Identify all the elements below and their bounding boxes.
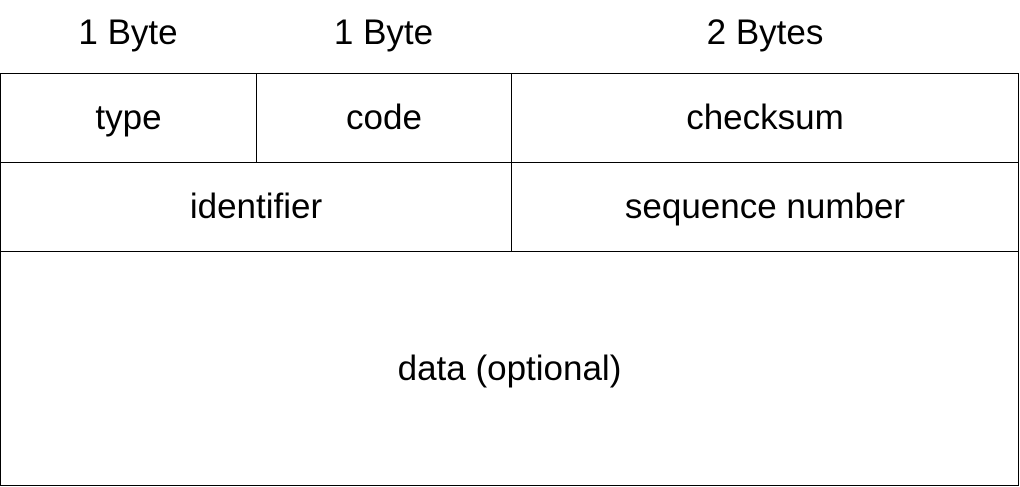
packet-format-table: type code checksum identifier sequence n… xyxy=(0,73,1019,486)
field-identifier: identifier xyxy=(189,187,323,226)
byte-size-label-code: 1 Byte xyxy=(333,13,434,52)
divider-row1 xyxy=(1,162,1018,163)
divider-row2 xyxy=(1,251,1018,252)
field-checksum: checksum xyxy=(686,98,844,137)
field-data: data (optional) xyxy=(397,348,622,388)
byte-size-header: 1 Byte 1 Byte 2 Bytes xyxy=(0,0,1020,72)
field-code: code xyxy=(346,98,422,137)
field-sequence-number: sequence number xyxy=(624,187,906,226)
divider-type-code xyxy=(256,74,257,162)
byte-size-label-checksum: 2 Bytes xyxy=(706,13,824,52)
field-type: type xyxy=(95,98,162,137)
byte-size-label-type: 1 Byte xyxy=(78,13,178,52)
